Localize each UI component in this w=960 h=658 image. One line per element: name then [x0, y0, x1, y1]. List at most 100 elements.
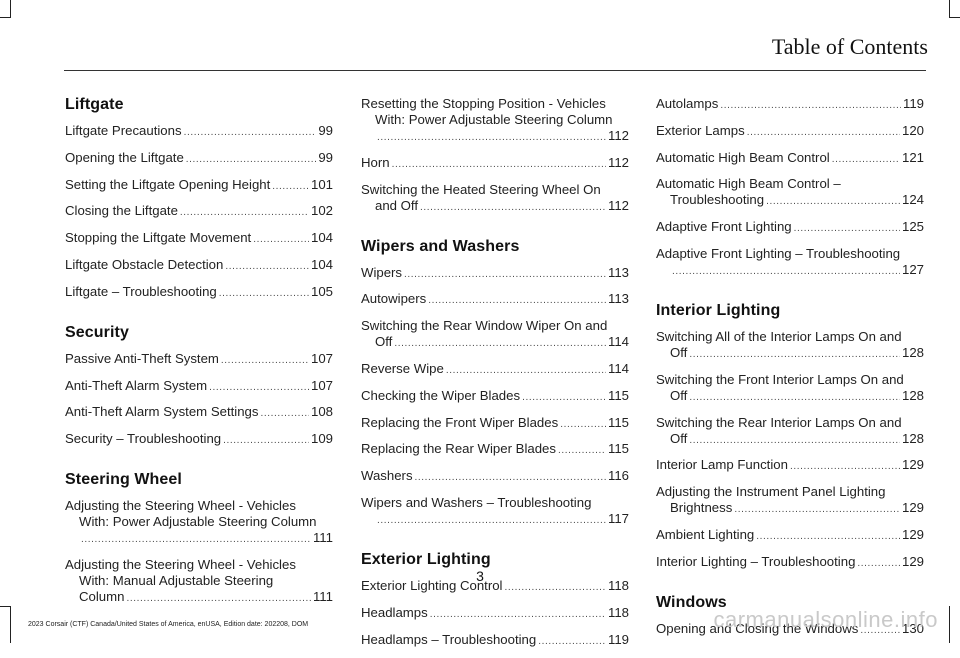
toc-entry[interactable]: Switching the Front Interior Lamps On an…: [656, 372, 924, 406]
toc-entry[interactable]: Closing the Liftgate....................…: [65, 203, 333, 221]
toc-page-number: 115: [607, 387, 629, 403]
toc-page-number: 130: [901, 620, 924, 636]
toc-entry[interactable]: Horn....................................…: [361, 155, 629, 173]
toc-entry[interactable]: Autolamps...............................…: [656, 96, 924, 114]
toc-page-number: 101: [310, 176, 333, 192]
toc-page-number: 105: [310, 283, 333, 299]
dot-leader: ........................................…: [445, 364, 606, 376]
toc-entry-text: Exterior Lighting Control: [361, 577, 503, 593]
toc-entry[interactable]: Switching the Rear Interior Lamps On and…: [656, 415, 924, 449]
toc-entry[interactable]: Wipers..................................…: [361, 265, 629, 283]
watermark: carmanualsonline.info: [713, 607, 938, 632]
dot-leader: ........................................…: [404, 268, 606, 280]
toc-page-number: 108: [310, 404, 333, 420]
dot-leader: ........................................…: [391, 158, 606, 170]
toc-page-number: 125: [901, 219, 924, 235]
toc-entry[interactable]: Replacing the Front Wiper Blades........…: [361, 415, 629, 433]
toc-page-number: 107: [310, 377, 333, 393]
toc-column-2: Resetting the Stopping Position - Vehicl…: [361, 96, 629, 658]
toc-entry-text: Switching the Heated Steering Wheel On: [361, 181, 601, 197]
toc-entry-text: Off: [670, 344, 688, 360]
toc-page-number: 116: [607, 468, 629, 484]
toc-entry-text: Wipers: [361, 264, 403, 280]
toc-entry[interactable]: Anti-Theft Alarm System Settings........…: [65, 404, 333, 422]
toc-entry[interactable]: Replacing the Rear Wiper Blades.........…: [361, 441, 629, 459]
dot-leader: ........................................…: [428, 295, 606, 307]
toc-entry[interactable]: Resetting the Stopping Position - Vehicl…: [361, 96, 629, 146]
toc-entry-text: Closing the Liftgate: [65, 203, 178, 219]
toc-entry[interactable]: Headlamps – Troubleshooting.............…: [361, 632, 629, 650]
toc-entry[interactable]: Ambient Lighting........................…: [656, 527, 924, 545]
toc-page-number: 124: [901, 192, 924, 208]
toc-entry[interactable]: Anti-Theft Alarm System.................…: [65, 378, 333, 396]
toc-entry[interactable]: Setting the Liftgate Opening Height.....…: [65, 177, 333, 195]
dot-leader: ........................................…: [414, 472, 606, 484]
dot-leader: ........................................…: [793, 223, 900, 235]
toc-entry[interactable]: Checking the Wiper Blades...............…: [361, 388, 629, 406]
toc-entry-text: Column: [79, 588, 125, 604]
toc-entry[interactable]: Headlamps...............................…: [361, 605, 629, 623]
toc-page-number: 129: [901, 500, 924, 516]
toc-entry[interactable]: Passive Anti-Theft System...............…: [65, 351, 333, 369]
toc-page-number: 118: [607, 577, 629, 593]
toc-entry-text: Setting the Liftgate Opening Height: [65, 176, 271, 192]
toc-entry-text: Liftgate Obstacle Detection: [65, 256, 224, 272]
toc-entry-text: Stopping the Liftgate Movement: [65, 230, 252, 246]
toc-page-number: 113: [607, 291, 629, 307]
toc-entry[interactable]: Wipers and Washers – Troubleshooting....…: [361, 495, 629, 529]
toc-entry[interactable]: Autowipers..............................…: [361, 291, 629, 309]
toc-entry[interactable]: Opening and Closing the Windows.........…: [656, 621, 924, 639]
toc-entry[interactable]: Security – Troubleshooting..............…: [65, 431, 333, 449]
section-heading-interior-lighting: Interior Lighting: [656, 301, 781, 319]
toc-entry-text: Off: [670, 430, 688, 446]
dot-leader: ........................................…: [420, 201, 606, 213]
toc-entry-text: Liftgate – Troubleshooting: [65, 283, 217, 299]
toc-entry-text: With: Power Adjustable Steering Column: [375, 112, 613, 127]
toc-page-number: 119: [607, 631, 629, 647]
toc-entry[interactable]: Automatic High Beam Control –Troubleshoo…: [656, 176, 924, 210]
toc-entry[interactable]: Interior Lighting – Troubleshooting.....…: [656, 554, 924, 572]
toc-page-number: 112: [607, 154, 629, 170]
toc-entry[interactable]: Reverse Wipe............................…: [361, 361, 629, 379]
title-rule: [64, 70, 926, 71]
toc-entry[interactable]: Exterior Lamps..........................…: [656, 123, 924, 141]
toc-entry-text: Autolamps: [656, 96, 719, 111]
toc-entry-text: Wipers and Washers – Troubleshooting: [361, 494, 592, 510]
dot-leader: ........................................…: [183, 127, 317, 138]
toc-entry[interactable]: Washers.................................…: [361, 468, 629, 486]
toc-entry-text: Automatic High Beam Control: [656, 149, 830, 165]
toc-entry[interactable]: Interior Lamp Function..................…: [656, 457, 924, 475]
toc-page-number: 111: [312, 530, 333, 546]
toc-page-number: 104: [310, 230, 333, 246]
toc-entry[interactable]: Adaptive Front Lighting – Troubleshootin…: [656, 246, 924, 280]
toc-entry[interactable]: Opening the Liftgate....................…: [65, 150, 333, 168]
section-heading-liftgate: Liftgate: [65, 96, 124, 113]
dot-leader: ........................................…: [734, 504, 900, 516]
dot-leader: ........................................…: [831, 153, 900, 165]
toc-entry-text: Anti-Theft Alarm System: [65, 377, 208, 393]
crop-mark-top-left-h: [0, 17, 11, 18]
toc-entry[interactable]: Switching All of the Interior Lamps On a…: [656, 329, 924, 363]
toc-page-number: 112: [607, 197, 629, 213]
toc-entry[interactable]: Exterior Lighting Control...............…: [361, 578, 629, 596]
toc-entry-text: Switching the Front Interior Lamps On an…: [656, 371, 904, 387]
toc-entry[interactable]: Adaptive Front Lighting.................…: [656, 219, 924, 237]
toc-entry[interactable]: Automatic High Beam Control.............…: [656, 150, 924, 168]
toc-entry[interactable]: Liftgate – Troubleshooting..............…: [65, 284, 333, 302]
toc-page-number: 99: [318, 123, 333, 138]
toc-entry[interactable]: Liftgate Precautions....................…: [65, 123, 333, 141]
toc-entry-text: Replacing the Front Wiper Blades: [361, 414, 559, 430]
toc-page-number: 120: [901, 122, 924, 138]
toc-entry[interactable]: Stopping the Liftgate Movement..........…: [65, 230, 333, 248]
toc-entry[interactable]: Liftgate Obstacle Detection.............…: [65, 257, 333, 275]
toc-page-number: 129: [901, 457, 924, 473]
toc-entry-text: Off: [670, 387, 688, 403]
toc-page-number: 115: [607, 441, 629, 457]
toc-entry-text: Replacing the Rear Wiper Blades: [361, 441, 556, 457]
